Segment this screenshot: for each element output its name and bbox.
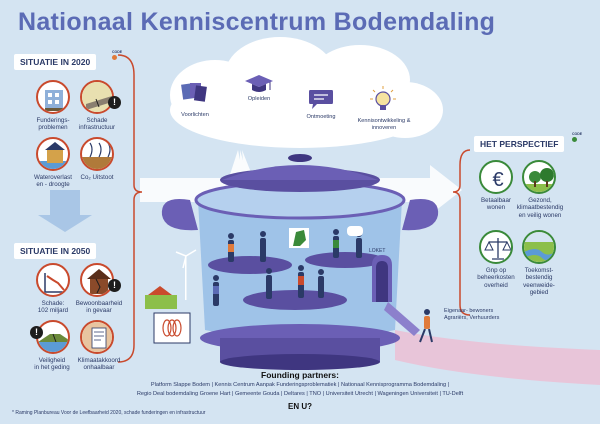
voorlichten-icon [180,80,208,111]
code-dot-perspectief [572,137,577,142]
down-arrow [38,190,92,232]
left-bracket [117,54,143,363]
veiligheid-icon [36,320,70,354]
funderingsproblemen-icon [36,80,70,114]
beheerkosten-icon [479,230,513,264]
schade-infrastructuur-warning-icon: ! [108,96,121,109]
klimaatakkoord-icon [80,320,114,354]
page-title: Nationaal Kenniscentrum Bodemdaling [18,8,496,36]
schade-infrastructuur-icon [80,80,114,114]
founding-partners-line1: Platform Slappe Bodem | Kennis Centrum A… [150,382,450,388]
founding-partners-title: Founding partners: [261,370,339,380]
perspectief-heading: HET PERSPECTIEF [474,136,565,152]
ontmoeting-icon [308,88,334,115]
schade-102-miljard-label: Schade:102 miljard [37,300,69,315]
voorlichten-label: Voorlichten [181,112,209,118]
loket-label: LOKET [369,248,386,254]
schade-102-miljard-icon [36,263,70,297]
veenweidegebied-icon [522,230,556,264]
betaalbaar-wonen-icon: € [479,160,513,194]
ontmoeting-label: Ontmoeting [306,114,336,120]
farm-scene [145,249,197,344]
situatie-2050-heading: SITUATIE IN 2050 [14,243,97,259]
bewoonbaarheid-warning-icon: ! [108,279,121,292]
kennisontwikkeling-icon [370,86,396,119]
opleiden-icon [244,72,274,99]
situatie-2020-heading: SITUATIE IN 2020 [14,54,97,70]
kennisontwikkeling-label: Kennisontwikkeling &innoveren [357,118,411,131]
founding-partners-line2: Regio Deal bodemdaling Groene Hart | Gem… [136,391,464,397]
funderingsproblemen-label: Funderings-problemen [36,117,70,132]
klimaatbestendig-icon [522,160,556,194]
en-u-question: EN U? [288,402,312,411]
pink-road [395,330,600,385]
opleiden-label: Opleiden [247,96,271,102]
veiligheid-warning-icon: ! [30,326,43,339]
code-tag-2020: CODE [112,50,123,54]
svg-text:€: € [492,169,503,191]
code-dot-2020 [112,55,117,60]
co2-uitstoot-icon [80,137,114,171]
knowledge-pot [161,154,439,370]
code-tag-perspectief: CODE [572,132,583,136]
wateroverlast-icon [36,137,70,171]
footnote: * Raming Planbureau Voor de Leefbaarheid… [12,410,206,416]
co2-uitstoot-label: Co₂ Uitstoot [80,174,114,181]
right-bracket [452,149,471,316]
walking-person [419,309,433,343]
bewoonbaarheid-icon [80,263,114,297]
